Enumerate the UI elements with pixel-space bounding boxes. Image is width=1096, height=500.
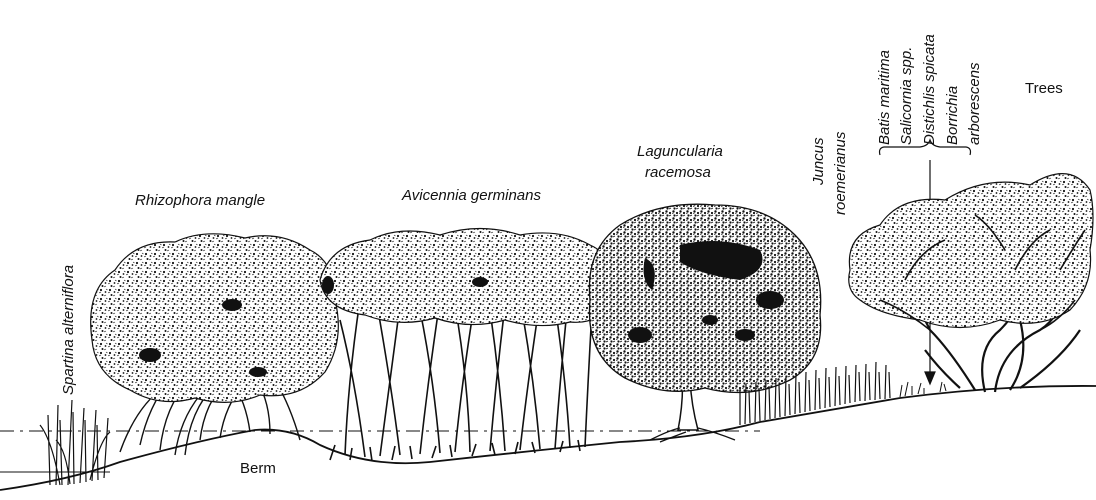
rhizophora-canopy [91, 234, 339, 403]
label-laguncularia-line1: Laguncularia [637, 143, 723, 160]
label-spartina-alterniflora: Spartina alterniflora [60, 265, 77, 395]
label-borrichia-line1: Borrichia [944, 86, 961, 145]
label-salicornia: Salicornia spp. [898, 47, 915, 145]
label-trees: Trees [1025, 80, 1063, 97]
label-juncus-line1: Juncus [810, 137, 827, 185]
upland-tree-canopy [849, 174, 1093, 328]
avicennia-canopy [320, 229, 613, 326]
label-juncus-line2: roemerianus [832, 132, 849, 215]
label-rhizophora-mangle: Rhizophora mangle [135, 192, 265, 209]
label-borrichia-line2: arborescens [966, 62, 983, 145]
laguncularia-canopy [589, 204, 820, 392]
label-avicennia-germinans: Avicennia germinans [402, 187, 541, 204]
label-batis-maritima: Batis maritima [876, 50, 893, 145]
label-laguncularia-line2: racemosa [645, 164, 711, 181]
label-berm: Berm [240, 460, 276, 477]
label-distichlis-spicata: Distichlis spicata [921, 34, 938, 145]
